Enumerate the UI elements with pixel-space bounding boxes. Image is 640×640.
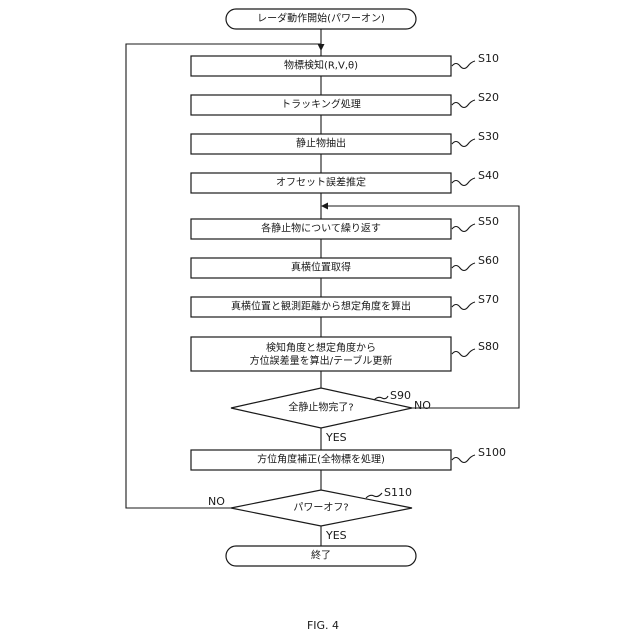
start-label: レーダ動作開始(パワーオン) [257,12,385,25]
step-id-S80: S80 [478,340,499,353]
loop-arrow-power-off-no [318,44,325,51]
step-S30: 静止物抽出 [191,134,451,154]
step-S20-text: トラッキング処理 [281,98,361,111]
step-S70-text: 真横位置と観測距離から想定角度を算出 [231,300,411,313]
step-id-S70: S70 [478,293,499,306]
step-id-S90: S90 [390,389,411,402]
step-S20: トラッキング処理 [191,95,451,115]
step-S60: 真横位置取得 [191,258,451,278]
step-id-S30: S30 [478,130,499,143]
branch-no-S90: NO [414,399,431,412]
end-label: 終了 [311,549,331,562]
step-id-S50: S50 [478,215,499,228]
decision-S90-text: 全静止物完了? [288,401,353,414]
step-S80: 検知角度と想定角度から方位誤差量を算出/テーブル更新 [191,337,451,371]
step-S40: オフセット誤差推定 [191,173,451,193]
step-S50: 各静止物について繰り返す [191,219,451,239]
step-id-S100: S100 [478,446,506,459]
start-terminator: レーダ動作開始(パワーオン) [226,9,416,29]
step-id-S60: S60 [478,254,499,267]
decision-S110-text: パワーオフ? [293,502,348,514]
step-S10-text: 物標検知(R,V,θ) [284,59,358,72]
step-S100-text: 方位角度補正(全物標を処理) [257,453,385,466]
branch-yes-S110: YES [325,529,347,542]
loop-arrow-all-static-no [321,203,328,210]
step-S10: 物標検知(R,V,θ) [191,56,451,76]
step-id-S40: S40 [478,169,499,182]
branch-no-S110: NO [208,495,225,508]
step-S50-text: 各静止物について繰り返す [261,222,381,235]
step-S40-text: オフセット誤差推定 [276,176,366,189]
figure-caption: FIG. 4 [307,619,339,632]
decision-S90: 全静止物完了? [231,388,412,428]
step-S80-text-line: 検知角度と想定角度から [266,341,376,354]
step-id-S10: S10 [478,52,499,65]
branch-yes-S90: YES [325,431,347,444]
step-S80-text-line: 方位誤差量を算出/テーブル更新 [250,354,393,367]
end-terminator: 終了 [226,546,416,566]
step-S70: 真横位置と観測距離から想定角度を算出 [191,297,451,317]
step-S60-text: 真横位置取得 [291,261,351,274]
step-S100: 方位角度補正(全物標を処理) [191,450,451,470]
step-S30-text: 静止物抽出 [296,137,346,150]
step-id-S110: S110 [384,486,412,499]
step-id-S20: S20 [478,91,499,104]
